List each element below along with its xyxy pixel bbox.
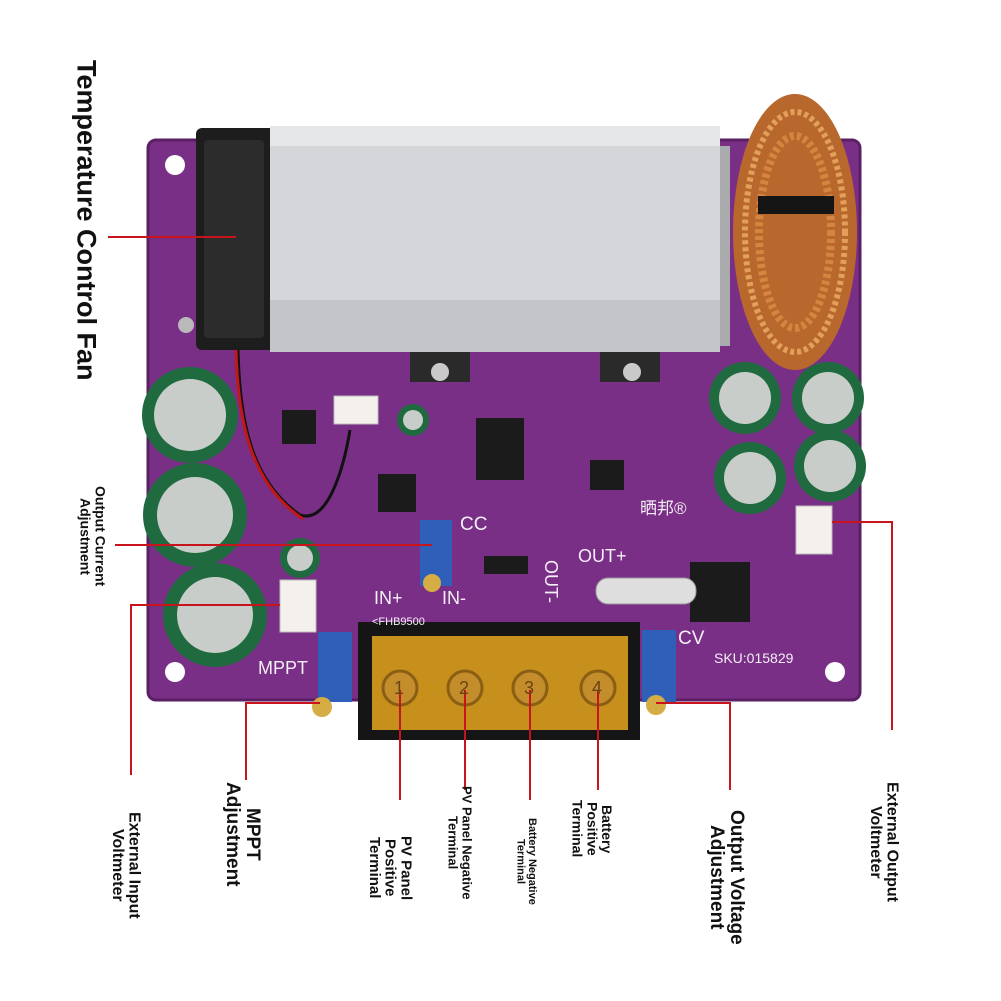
ext-output-voltmeter-label: External Output Voltmeter [866, 782, 901, 903]
sku-silkscreen: SKU:015829 [714, 650, 794, 666]
terminal-number: 2 [459, 678, 470, 698]
out-plus-silkscreen: OUT+ [578, 546, 627, 566]
in-plus-silkscreen: IN+ [374, 588, 403, 608]
terminal-number: 1 [394, 678, 405, 698]
battery-positive-label: Battery Positive Terminal [569, 800, 616, 858]
output-voltage-label: Output Voltage Adjustment [705, 810, 747, 945]
ic-chip [590, 460, 624, 490]
capacitor [714, 442, 786, 514]
terminal-number: 4 [592, 678, 603, 698]
in-minus-silkscreen: IN- [442, 588, 466, 608]
mppt-silkscreen: MPPT [258, 658, 309, 678]
out-minus-silkscreen: OUT- [541, 560, 561, 603]
capacitor [142, 367, 238, 463]
capacitor [163, 563, 267, 667]
output-current-potentiometer [420, 520, 452, 592]
terminal-number: 3 [524, 678, 535, 698]
mppt-potentiometer [312, 632, 352, 717]
mppt-adjustment-label: MPPT Adjustment [221, 782, 263, 887]
cv-silkscreen: CV [678, 628, 705, 649]
capacitor [794, 430, 866, 502]
pv-positive-label: PV Panel Positive Terminal [365, 836, 415, 901]
output-current-label: Output Current Adjustment [77, 486, 109, 587]
output-voltmeter-connector [795, 505, 833, 555]
capacitor [143, 463, 247, 567]
mount-hole [825, 662, 845, 682]
inductor-coil [733, 94, 857, 370]
capacitor [397, 404, 429, 436]
capacitor [280, 538, 320, 578]
mount-hole [165, 155, 185, 175]
cooling-fan [178, 128, 280, 350]
ic-chip [378, 474, 416, 512]
leader-lines [108, 236, 893, 800]
mount-hole [165, 662, 185, 682]
heatsink [270, 126, 730, 352]
pv-negative-label: PV Panel Negative Terminal [445, 786, 475, 900]
mosfet [690, 562, 750, 622]
output-voltage-potentiometer [642, 630, 676, 715]
input-voltmeter-connector [279, 579, 317, 633]
capacitor [792, 362, 864, 434]
ic-chip [476, 418, 524, 480]
terminal-model-silkscreen: <FHB9500 [372, 616, 425, 628]
brand-silkscreen: 晒邦® [640, 499, 687, 518]
cc-silkscreen: CC [460, 514, 488, 535]
battery-negative-label: Battery Negative Terminal [514, 818, 539, 905]
ext-input-voltmeter-label: External Input Voltmeter [108, 812, 143, 919]
fan-connector [333, 395, 379, 425]
capacitor [709, 362, 781, 434]
fan-label: Temperature Control Fan [71, 60, 102, 381]
ic-chip [282, 410, 316, 444]
terminal-block [358, 622, 640, 740]
